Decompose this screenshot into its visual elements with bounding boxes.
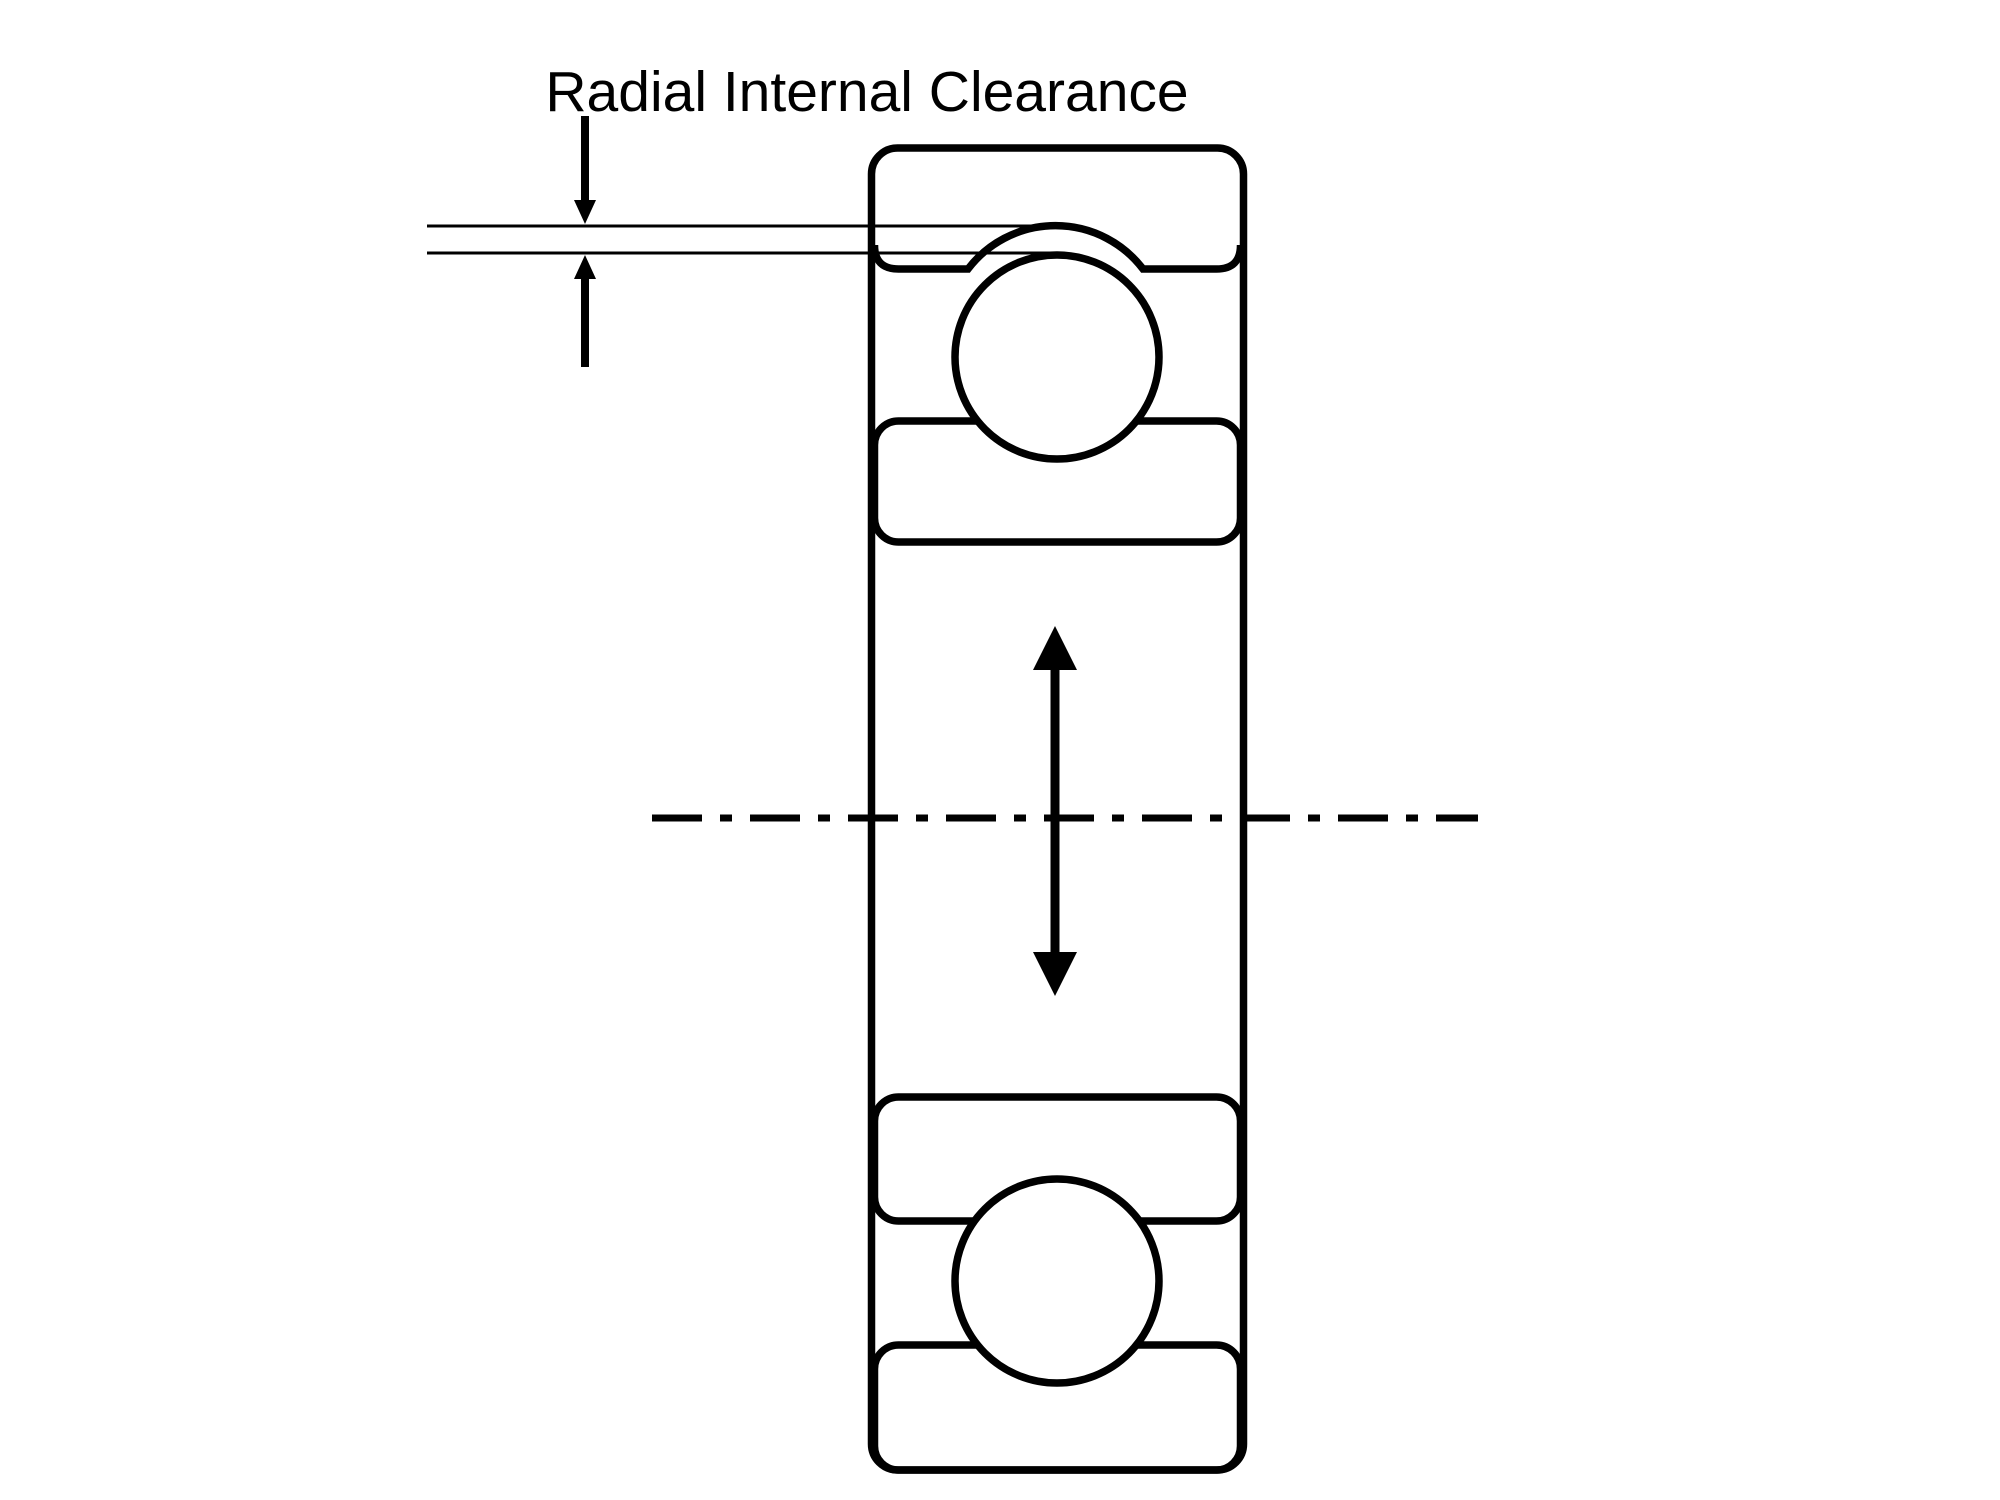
top-ball: [951, 251, 1163, 463]
dimension-arrowhead-down: [574, 200, 596, 224]
dimension-arrowhead-up: [574, 255, 596, 279]
diagram-linework: [427, 116, 1478, 1474]
radial-play-arrowhead-up: [1033, 626, 1077, 670]
outer-ring-top-segment-groove: [870, 221, 1245, 273]
bottom-ball: [951, 1175, 1163, 1387]
diagram-arrowheads: [574, 200, 1077, 996]
radial-play-arrowhead-down: [1033, 952, 1077, 996]
diagram-title: Radial Internal Clearance: [545, 60, 1188, 124]
